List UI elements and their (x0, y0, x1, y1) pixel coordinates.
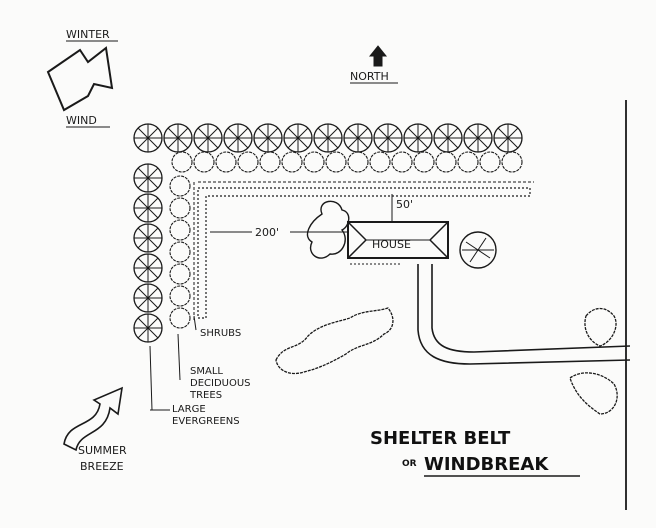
house-label: HOUSE (372, 238, 411, 251)
small-deciduous-label-3: TREES (189, 390, 222, 401)
shrub-clump-southeast (569, 372, 618, 415)
deciduous-tree-icon (169, 175, 191, 197)
evergreens-leader (149, 345, 153, 411)
evergreen-tree-icon (133, 283, 163, 313)
shrubs-leader (193, 315, 197, 331)
deciduous-tree-icon (215, 151, 237, 173)
wind-label: WIND (66, 114, 97, 127)
deciduous-tree-icon (169, 197, 191, 219)
evergreen-tree-icon (373, 123, 403, 153)
evergreen-tree-icon (223, 123, 253, 153)
deciduous-tree-icon (169, 285, 191, 307)
evergreen-tree-icon (343, 123, 373, 153)
shrub-clump-northeast (584, 307, 617, 347)
title-windbreak: WINDBREAK (424, 454, 549, 475)
large-evergreen-row (133, 123, 523, 343)
deciduous-tree-icon (169, 241, 191, 263)
deciduous-tree-icon (193, 151, 215, 173)
deciduous-tree-icon (237, 151, 259, 173)
evergreen-tree-icon (133, 123, 163, 153)
evergreen-tree-icon (133, 313, 163, 343)
driveway (417, 264, 631, 365)
summer-label: SUMMER (78, 444, 127, 457)
large-evergreens-label-1: LARGE (172, 404, 206, 415)
shrub-clump-center (275, 307, 394, 375)
deciduous-tree-icon (457, 151, 479, 173)
evergreen-tree-icon (493, 123, 523, 153)
deciduous-tree-icon (303, 151, 325, 173)
title-shelter-belt: SHELTER BELT (370, 428, 511, 449)
house-tree-east (459, 231, 497, 269)
evergreen-tree-icon (313, 123, 343, 153)
evergreen-tree-icon (403, 123, 433, 153)
small-deciduous-label-1: SMALL (190, 366, 223, 377)
title-or: OR (402, 459, 417, 469)
north-arrow-icon (368, 45, 388, 67)
evergreen-tree-icon (433, 123, 463, 153)
deciduous-tree-icon (501, 151, 523, 173)
deciduous-tree-icon (413, 151, 435, 173)
deciduous-tree-icon (479, 151, 501, 173)
summer-breeze-arrow (63, 386, 124, 452)
deciduous-tree-icon (169, 307, 191, 329)
deciduous-tree-icon (169, 263, 191, 285)
deciduous-tree-icon (347, 151, 369, 173)
winter-label: WINTER (66, 28, 110, 41)
small-deciduous-row (169, 151, 523, 329)
evergreen-tree-icon (133, 253, 163, 283)
distance-50-label: 50' (396, 198, 413, 211)
deciduous-tree-icon (325, 151, 347, 173)
deciduous-tree-icon (435, 151, 457, 173)
evergreen-tree-icon (253, 123, 283, 153)
winter-wind-arrow (46, 46, 114, 112)
house-tree-west (306, 200, 350, 259)
large-evergreens-label-2: EVERGREENS (172, 416, 240, 427)
small-deciduous-label-2: DECIDUOUS (190, 378, 251, 389)
deciduous-tree-icon (169, 219, 191, 241)
shrub-row (193, 181, 534, 320)
deciduous-tree-icon (171, 151, 193, 173)
evergreen-tree-icon (283, 123, 313, 153)
distance-200-label: 200' (255, 226, 279, 239)
evergreen-tree-icon (463, 123, 493, 153)
north-label: NORTH (350, 70, 389, 83)
evergreen-tree-icon (133, 193, 163, 223)
deciduous-tree-icon (369, 151, 391, 173)
deciduous-tree-icon (391, 151, 413, 173)
deciduous-leader (177, 333, 181, 381)
evergreen-tree-icon (133, 163, 163, 193)
evergreen-tree-icon (193, 123, 223, 153)
breeze-label: BREEZE (80, 460, 124, 473)
shrubs-label: SHRUBS (200, 328, 241, 339)
evergreen-tree-icon (163, 123, 193, 153)
house (347, 221, 449, 265)
evergreen-tree-icon (133, 223, 163, 253)
deciduous-tree-icon (259, 151, 281, 173)
deciduous-tree-icon (281, 151, 303, 173)
